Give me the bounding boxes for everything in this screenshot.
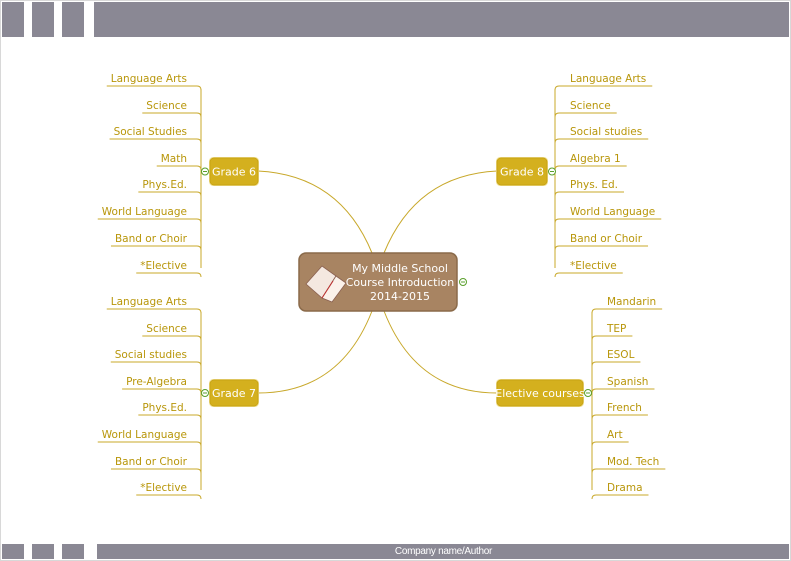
topic-underline: [591, 494, 649, 500]
topic-underline: [554, 191, 624, 197]
topic-underline: [591, 441, 629, 447]
header-bar-block: [2, 2, 24, 37]
topic--elective[interactable]: *Elective: [570, 260, 617, 272]
branch-label[interactable]: Grade 6: [212, 166, 256, 179]
branch-node[interactable]: [209, 379, 259, 407]
connector-line: [257, 170, 373, 254]
topic-underline: [591, 468, 666, 474]
topic-underline: [554, 112, 617, 118]
topic-phys-ed-[interactable]: Phys.Ed.: [142, 179, 187, 191]
topic-underline: [106, 308, 202, 314]
collapse-toggle-icon[interactable]: [548, 167, 556, 176]
topic-underline: [97, 441, 202, 447]
topic-band-or-choir[interactable]: Band or Choir: [115, 456, 188, 468]
branch-label[interactable]: Elective courses: [495, 387, 585, 400]
topic-science[interactable]: Science: [570, 100, 611, 112]
topic-underline: [554, 272, 623, 278]
header-bar: [94, 2, 789, 37]
topic-underline: [142, 112, 202, 118]
collapse-toggle-icon[interactable]: [201, 167, 209, 176]
topic-social-studies[interactable]: Social studies: [115, 349, 187, 361]
connector-line: [383, 170, 498, 254]
connector-line: [257, 310, 373, 394]
topic-social-studies[interactable]: Social studies: [570, 126, 642, 138]
topic-mod-tech[interactable]: Mod. Tech: [607, 456, 659, 468]
collapse-toggle-icon[interactable]: [459, 278, 467, 286]
topic-language-arts[interactable]: Language Arts: [111, 296, 187, 308]
open-book-icon: [305, 265, 347, 303]
topic-french[interactable]: French: [607, 402, 642, 414]
branch-label[interactable]: Grade 7: [212, 387, 256, 400]
header-bar-block: [32, 2, 54, 37]
topic-language-arts[interactable]: Language Arts: [570, 73, 646, 85]
topic-pre-algebra[interactable]: Pre-Algebra: [126, 376, 187, 388]
topic-science[interactable]: Science: [146, 323, 187, 335]
branch-label[interactable]: Grade 8: [500, 166, 544, 179]
topic-underline: [554, 218, 662, 224]
topic-underline: [110, 468, 202, 474]
header-bar-block: [62, 2, 84, 37]
collapse-toggle-icon[interactable]: [201, 389, 209, 397]
topic-underline: [142, 335, 202, 341]
topic-underline: [554, 85, 653, 91]
topic-underline: [110, 245, 202, 251]
topic-underline: [591, 414, 648, 420]
topic-underline: [136, 494, 202, 500]
branch-node[interactable]: [496, 379, 584, 407]
branch-node[interactable]: [209, 157, 259, 186]
topic-underline: [138, 414, 202, 420]
topic-social-studies[interactable]: Social Studies: [114, 126, 187, 138]
topic-underline: [591, 308, 663, 314]
topic-underline: [110, 361, 202, 367]
topic-underline: [156, 165, 202, 171]
topic-band-or-choir[interactable]: Band or Choir: [570, 233, 643, 245]
topic-esol[interactable]: ESOL: [607, 349, 635, 361]
topic--elective[interactable]: *Elective: [140, 260, 187, 272]
topic--elective[interactable]: *Elective: [140, 482, 187, 494]
footer-author: Company name/Author: [394, 546, 493, 557]
connector-line: [383, 310, 498, 394]
branch-node[interactable]: [496, 157, 548, 186]
topic-math[interactable]: Math: [161, 153, 187, 165]
footer-bar-block: [62, 544, 84, 559]
topic-world-language[interactable]: World Language: [102, 206, 187, 218]
central-topic-line: 2014-2015: [370, 290, 430, 303]
topic-spanish[interactable]: Spanish: [607, 376, 648, 388]
topic-underline: [591, 388, 655, 394]
topic-art[interactable]: Art: [607, 429, 623, 441]
topic-underline: [554, 138, 649, 144]
collapse-toggle-icon[interactable]: [584, 389, 592, 397]
topic-underline: [97, 218, 202, 224]
topic-underline: [122, 388, 202, 394]
topic-band-or-choir[interactable]: Band or Choir: [115, 233, 188, 245]
topic-phys-ed-[interactable]: Phys. Ed.: [570, 179, 618, 191]
topic-tep[interactable]: TEP: [606, 323, 626, 335]
topic-underline: [554, 245, 649, 251]
topic-world-language[interactable]: World Language: [102, 429, 187, 441]
topic-mandarin[interactable]: Mandarin: [607, 296, 656, 308]
footer-bar-block: [32, 544, 54, 559]
topic-world-language[interactable]: World Language: [570, 206, 655, 218]
topic-algebra-1[interactable]: Algebra 1: [570, 153, 621, 165]
topic-language-arts[interactable]: Language Arts: [111, 73, 187, 85]
topic-underline: [138, 191, 202, 197]
topic-underline: [591, 335, 633, 341]
central-topic-line: My Middle School: [352, 262, 448, 275]
topic-underline: [106, 85, 202, 91]
topic-underline: [554, 165, 627, 171]
central-topic-line: Course Introduction: [346, 276, 455, 289]
topic-phys-ed-[interactable]: Phys.Ed.: [142, 402, 187, 414]
topic-science[interactable]: Science: [146, 100, 187, 112]
footer-bar-block: [2, 544, 24, 559]
topic-underline: [591, 361, 641, 367]
footer-bar: [97, 544, 789, 559]
topic-drama[interactable]: Drama: [607, 482, 643, 494]
topic-underline: [109, 138, 202, 144]
topic-underline: [136, 272, 202, 278]
